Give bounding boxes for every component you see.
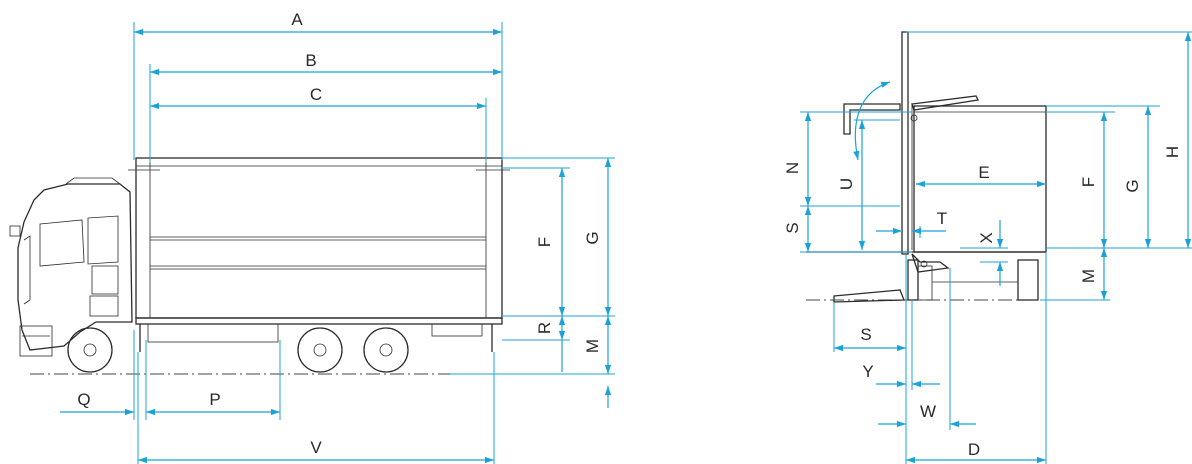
label-c: C [310,85,322,104]
tail-lift-flap [911,95,979,111]
rear-tail-lift-view [806,31,1090,303]
side-view-labels: A B C F G R M Q P V [77,10,602,457]
label-y: Y [862,362,873,381]
side-box [147,323,279,343]
side-view-dimensions [60,22,615,464]
label-e: E [978,163,989,182]
label-b: B [305,51,316,70]
cab-window [39,219,85,267]
rear-support [1017,259,1039,301]
front-wheel [67,327,113,373]
rear-view-labels: H G F M E N S U T X S Y W D [783,146,1182,459]
label-q: Q [77,390,90,409]
label-r: R [535,322,554,334]
label-h: H [1163,146,1182,158]
front-bumper [19,325,53,357]
label-g-side: G [583,231,602,244]
lowered-platform [833,289,905,303]
label-n: N [783,162,802,174]
cargo-box [135,157,503,319]
label-t: T [937,209,947,228]
rear-wheel-1 [297,327,343,373]
rear-wheel-2 [363,327,409,373]
label-w: W [920,402,936,421]
tail-lift-platform [901,31,909,255]
folded-platform [843,103,901,135]
label-d: D [968,440,980,459]
label-m-rear: M [1079,269,1098,283]
label-u: U [837,178,856,190]
chassis-subframe [135,317,503,325]
label-s-vertical: S [783,222,802,233]
label-f-rear: F [1079,177,1098,187]
label-x: X [977,232,996,243]
label-a: A [291,10,303,29]
label-s-horizontal: S [860,325,871,344]
label-p: P [209,390,220,409]
rotation-arrow [853,81,891,161]
truck-cab [17,183,133,351]
label-v: V [310,438,322,457]
label-m-side: M [583,339,602,353]
rear-view-dimensions [800,31,1192,464]
label-g-rear: G [1123,179,1142,192]
label-f-side: F [535,237,554,247]
truck-side-view [9,157,510,375]
